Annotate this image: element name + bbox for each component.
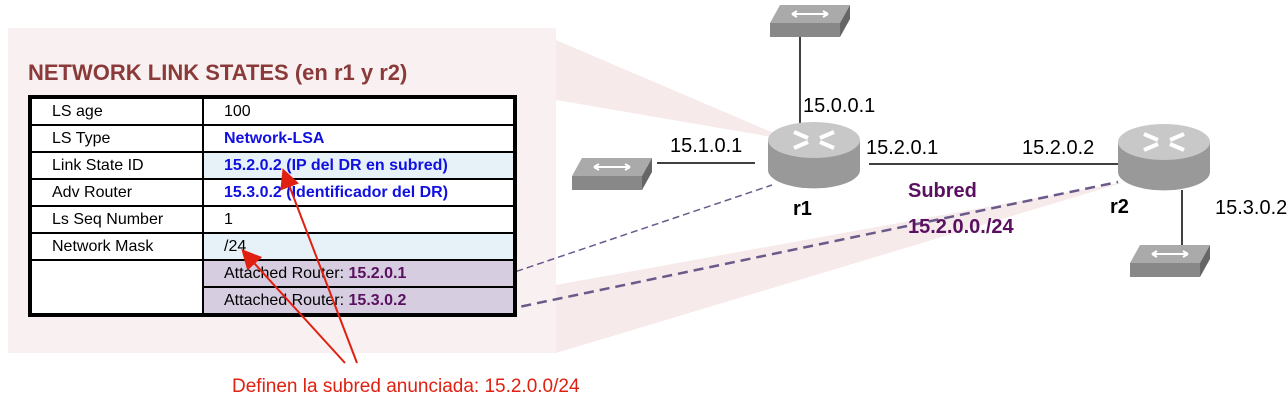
- attached-router: Attached Router: 15.2.0.1: [202, 259, 516, 288]
- subnet-label: Subred: [908, 180, 977, 202]
- callout-wedge-r2: [556, 182, 1125, 353]
- row-key: LS Type: [29, 124, 204, 153]
- switch-icon: [770, 5, 850, 37]
- attached-router-ip: 15.2.0.1: [348, 264, 407, 282]
- dashed-link-attached-1: [484, 184, 773, 283]
- switch-icon: [572, 158, 652, 190]
- ip-label: 15.2.0.2: [1022, 137, 1094, 159]
- row-key: Link State ID: [29, 151, 204, 180]
- router-label-r2: r2: [1110, 196, 1129, 218]
- ip-label: 15.2.0.1: [866, 137, 938, 159]
- row-value: 1: [202, 205, 516, 234]
- row-key: LS age: [29, 96, 204, 126]
- ip-label: 15.0.0.1: [803, 95, 875, 117]
- ip-label: 15.1.0.1: [670, 135, 742, 157]
- annotation-text: Definen la subred anunciada: 15.2.0.0/24: [232, 376, 580, 397]
- row-key: Adv Router: [29, 178, 204, 207]
- table-row: Attached Router: 15.2.0.1: [29, 259, 516, 316]
- page-title: NETWORK LINK STATES (en r1 y r2): [28, 60, 408, 85]
- router-label-r1: r1: [793, 198, 812, 220]
- router-r1-icon: [768, 122, 860, 189]
- switch-icon: [1130, 245, 1210, 277]
- row-value: 100: [202, 96, 516, 126]
- attached-router: Attached Router: 15.3.0.2: [202, 286, 516, 316]
- row-value: /24: [202, 232, 516, 261]
- subnet-prefix: 15.2.0.0./24: [908, 216, 1015, 238]
- router-r2-icon: [1118, 124, 1210, 191]
- row-key: Network Mask: [29, 232, 204, 261]
- table-row: Network Mask/24: [29, 232, 516, 261]
- ip-label: 15.3.0.2: [1215, 197, 1287, 219]
- row-value: Network-LSA: [202, 124, 516, 153]
- row-key: Ls Seq Number: [29, 205, 204, 234]
- callout-wedge-r1: [556, 40, 790, 140]
- row-value: 15.2.0.2 (IP del DR en subred): [202, 151, 516, 180]
- dashed-link-attached-2: [489, 180, 1119, 315]
- row-value: 15.3.0.2 (Identificador del DR): [202, 178, 516, 207]
- attached-router-ip: 15.3.0.2: [348, 291, 407, 309]
